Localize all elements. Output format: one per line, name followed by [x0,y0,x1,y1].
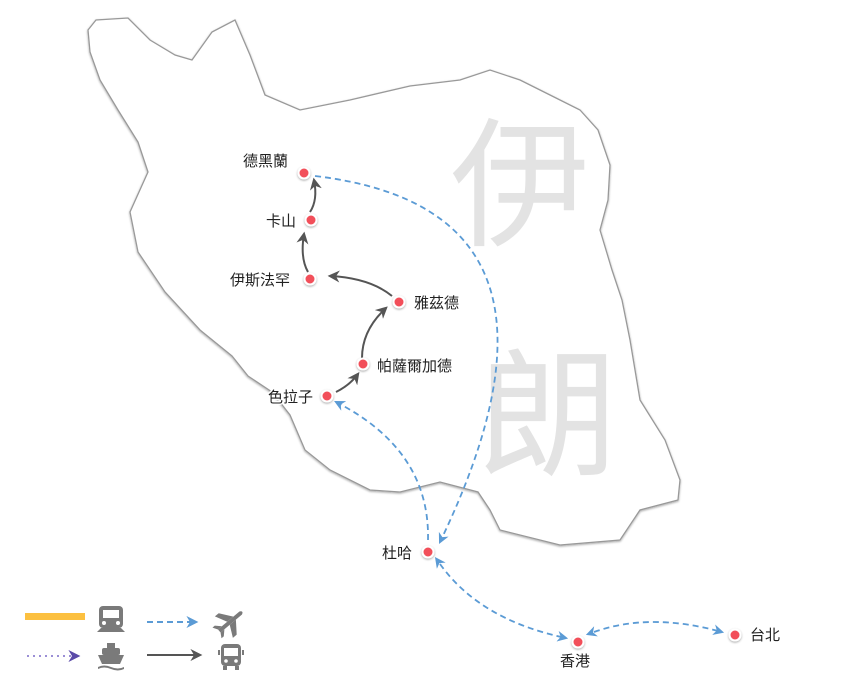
city-dot-doha[interactable] [421,545,435,559]
route-pasargadae-yazd [361,306,388,359]
route-yazd-isfahan [327,270,393,297]
city-label-hongkong: 香港 [560,652,590,670]
route-hongkong-taipei [585,621,725,637]
city-label-tehran: 德黑蘭 [243,152,288,170]
legend [25,606,244,671]
plane-icon [212,611,243,639]
city-dot-hongkong[interactable] [571,635,585,649]
route-doha-shiraz [334,401,429,541]
country-label-char-2: 朗 [478,336,618,499]
city-label-doha: 杜哈 [382,544,412,562]
route-doha-hongkong [434,556,569,642]
city-dot-shiraz[interactable] [320,389,334,403]
route-shiraz-pasargadae [335,372,360,393]
city-dot-taipei[interactable] [728,628,742,642]
route-isfahan-kashan [296,231,309,273]
ship-icon [98,643,124,671]
city-dot-tehran[interactable] [297,166,311,180]
legend-train-line [25,613,85,620]
train-icon [97,606,125,632]
bus-routes [296,177,393,393]
city-label-isfahan: 伊斯法罕 [230,271,290,289]
route-kashan-tehran [309,177,322,213]
city-label-taipei: 台北 [750,626,780,644]
route-tehran-doha [314,175,499,544]
country-label-char-1: 伊 [450,106,590,269]
city-label-kashan: 卡山 [266,212,296,230]
bus-icon [218,644,244,670]
city-label-pasargadae: 帕薩爾加德 [377,357,452,375]
iran-outline [87,17,681,546]
flight-routes [314,175,725,642]
city-dot-isfahan[interactable] [303,272,317,286]
city-dot-kashan[interactable] [304,213,318,227]
city-dot-pasargadae[interactable] [356,357,370,371]
city-label-yazd: 雅茲德 [414,294,459,312]
city-dot-yazd[interactable] [392,295,406,309]
city-label-shiraz: 色拉子 [268,388,313,406]
